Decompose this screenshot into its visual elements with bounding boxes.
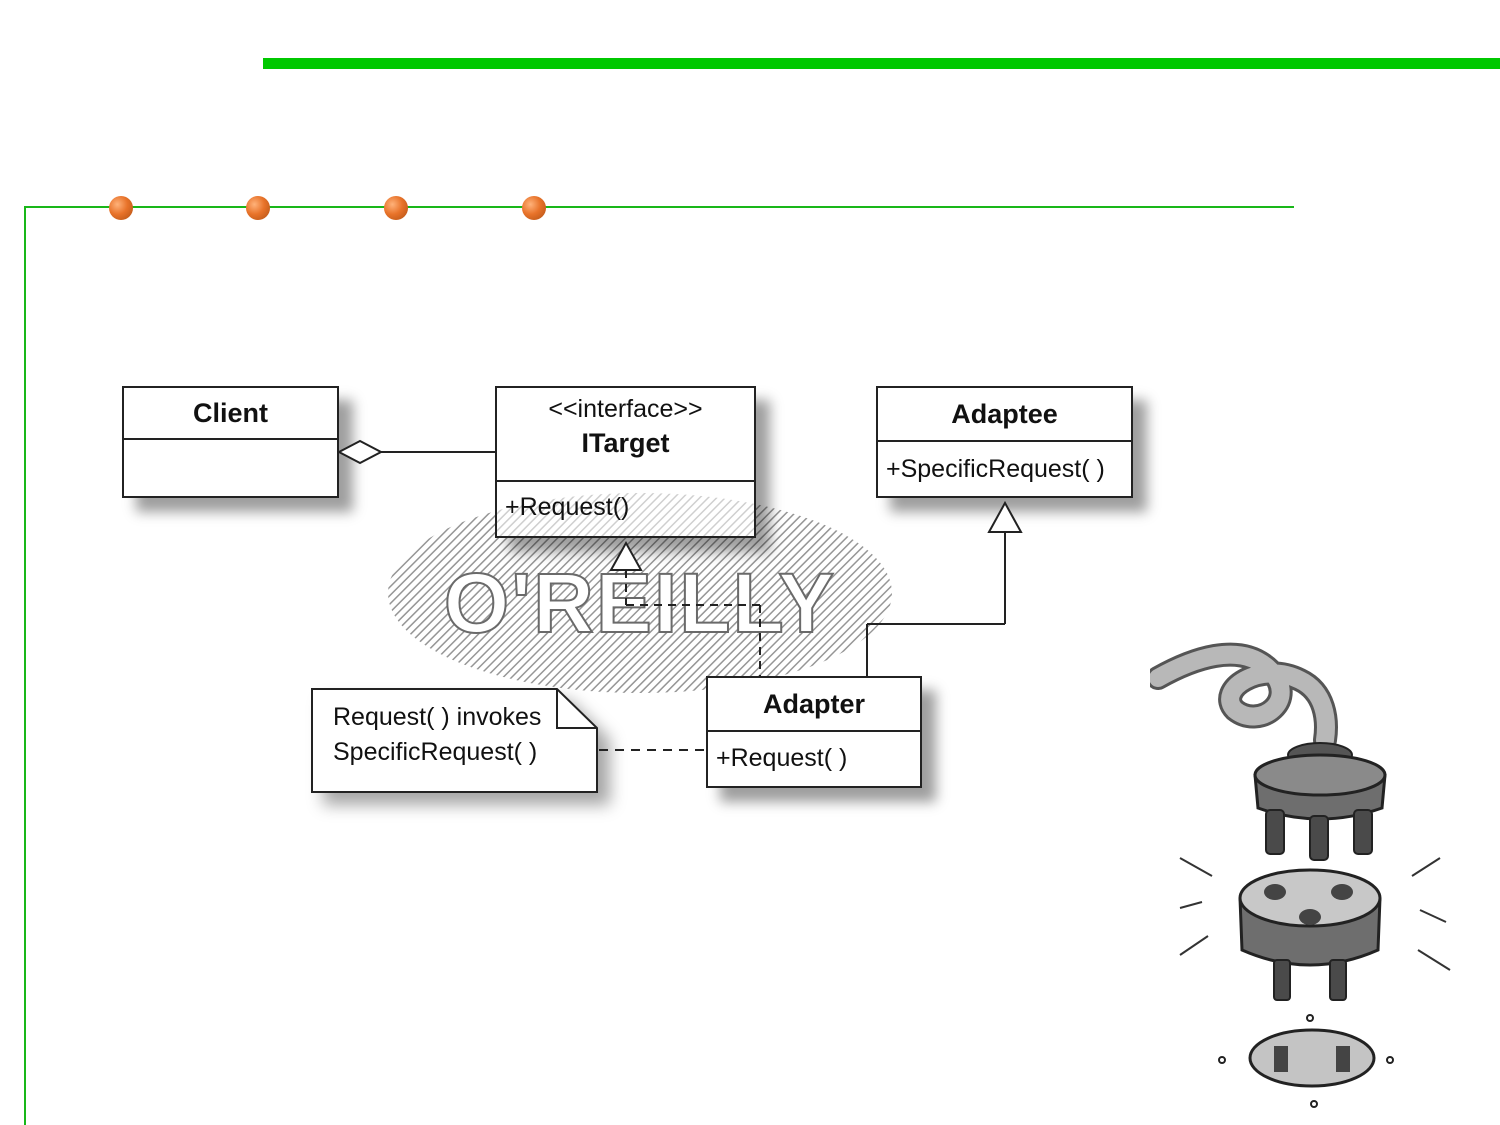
adaptee-operation: +SpecificRequest( )	[886, 455, 1105, 483]
client-class-title: Client	[192, 398, 268, 428]
inheritance-arrowhead-icon	[987, 500, 1023, 533]
itarget-class-title: ITarget	[581, 428, 670, 459]
bullet-dot-icon	[522, 196, 546, 220]
itarget-stereotype: <<interface>>	[548, 395, 703, 423]
realization-arrowhead-icon	[609, 540, 643, 571]
note-box: Request( ) invokes SpecificRequest( )	[311, 688, 599, 793]
note-line-1: Request( ) invokes	[333, 703, 542, 731]
vertical-rule	[24, 206, 26, 1125]
adapter-operation: +Request( )	[716, 744, 848, 772]
bullet-dot-icon	[384, 196, 408, 220]
note-shape	[311, 688, 598, 793]
itarget-operation: +Request()	[505, 493, 630, 521]
header-accent-bar	[263, 58, 1500, 69]
adaptee-class-box: Adaptee +SpecificRequest( )	[876, 386, 1133, 498]
adapter-class-box: Adapter +Request( )	[706, 676, 922, 788]
note-line-2: SpecificRequest( )	[333, 737, 538, 766]
horizontal-rule	[24, 206, 1294, 208]
client-class-box: Client	[122, 386, 339, 498]
aggregation-diamond-icon	[336, 439, 384, 465]
adapter-class-title: Adapter	[762, 689, 865, 719]
plug-adapter-illustration-icon	[1150, 642, 1451, 1108]
adaptee-class-title: Adaptee	[951, 399, 1058, 429]
itarget-interface-box: <<interface>> ITarget +Request()	[495, 386, 756, 538]
bullet-dot-icon	[246, 196, 270, 220]
bullet-dot-icon	[109, 196, 133, 220]
